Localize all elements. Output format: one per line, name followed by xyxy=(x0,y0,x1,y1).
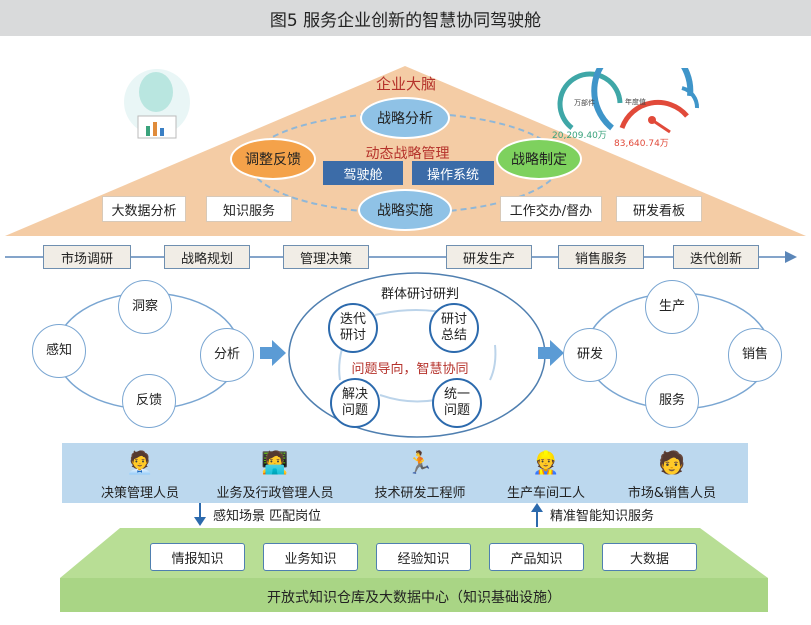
center-node-iterate: 迭代 研讨 xyxy=(328,303,378,353)
person-business-admin: 🧑‍💻 业务及行政管理人员 xyxy=(205,448,345,502)
executive-icon: 🧑‍💼 xyxy=(126,450,154,476)
figure-title: 图5 服务企业创新的智慧协同驾驶舱 xyxy=(0,0,811,36)
dynamic-mgmt-label: 动态战略管理 xyxy=(365,146,450,162)
cockpit-box: 驾驶舱 xyxy=(323,161,403,185)
person-label: 生产车间工人 xyxy=(506,486,585,501)
right-cycle-sales: 销售 xyxy=(728,328,782,382)
right-cycle-production: 生产 xyxy=(645,280,699,334)
kb-bigdata: 大数据 xyxy=(602,543,697,571)
right-arrow-icon xyxy=(260,340,286,366)
left-cycle-insight: 洞察 xyxy=(118,280,172,334)
kb-intelligence: 情报知识 xyxy=(150,543,245,571)
worker-icon: 👷 xyxy=(532,450,560,476)
person-label: 技术研发工程师 xyxy=(374,486,466,501)
salesperson-icon: 🧑 xyxy=(658,450,686,476)
timeline-rd-production: 研发生产 xyxy=(446,245,532,269)
kb-product: 产品知识 xyxy=(489,543,584,571)
adjust-feedback-pill: 调整反馈 xyxy=(230,138,316,180)
center-slogan: 问题导向，智慧协同 xyxy=(351,362,469,377)
person-workshop-worker: 👷 生产车间工人 xyxy=(496,448,596,502)
timeline-iterative-innovation: 迭代创新 xyxy=(673,245,759,269)
work-assign-box: 工作交办/督办 xyxy=(500,196,602,222)
up-arrow-label: 精准智能知识服务 xyxy=(550,509,655,524)
strategy-analysis-pill: 战略分析 xyxy=(360,97,450,139)
strategy-making-pill: 战略制定 xyxy=(496,138,582,180)
timeline-sales-service: 销售服务 xyxy=(558,245,644,269)
strategy-impl-pill: 战略实施 xyxy=(358,189,452,231)
brain-label: 企业大脑 xyxy=(375,75,436,93)
up-arrow-icon xyxy=(531,503,543,527)
left-cycle-analysis: 分析 xyxy=(200,328,254,382)
center-title: 群体研讨研判 xyxy=(380,287,459,302)
gauge-value-1: 20,209.40万 xyxy=(552,131,607,141)
person-marketing-sales: 🧑 市场&销售人员 xyxy=(612,448,732,502)
timeline-market-research: 市场调研 xyxy=(43,245,131,269)
center-node-solve: 解决 问题 xyxy=(330,378,380,428)
left-cycle-feedback: 反馈 xyxy=(122,374,176,428)
bigdata-analysis-box: 大数据分析 xyxy=(102,196,186,222)
person-label: 决策管理人员 xyxy=(100,486,179,501)
right-cycle-service: 服务 xyxy=(645,374,699,428)
kb-experience: 经验知识 xyxy=(376,543,471,571)
knowledge-service-box: 知识服务 xyxy=(206,196,292,222)
gauge-label-1: 万部件 xyxy=(574,99,595,107)
gauge-label-2: 年度值 xyxy=(625,98,646,106)
kb-business: 业务知识 xyxy=(263,543,358,571)
timeline-mgmt-decision: 管理决策 xyxy=(283,245,369,269)
person-rd-engineer: 🏃 技术研发工程师 xyxy=(362,448,478,502)
rd-board-box: 研发看板 xyxy=(616,196,702,222)
center-node-summary: 研讨 总结 xyxy=(429,303,479,353)
gauge-icon xyxy=(557,68,699,134)
person-label: 业务及行政管理人员 xyxy=(216,486,334,501)
right-cycle-rd: 研发 xyxy=(563,328,617,382)
timeline-arrow xyxy=(5,251,797,263)
down-arrow-label: 感知场景 匹配岗位 xyxy=(213,509,322,524)
left-cycle-perception: 感知 xyxy=(32,324,86,378)
people-band xyxy=(62,443,748,503)
person-decision-mgmt: 🧑‍💼 决策管理人员 xyxy=(85,448,195,502)
down-arrow-icon xyxy=(194,503,206,526)
foundation-label: 开放式知识仓库及大数据中心（知识基础设施） xyxy=(267,590,561,606)
os-box: 操作系统 xyxy=(412,161,494,185)
gauge-value-2: 83,640.74万 xyxy=(614,139,669,149)
person-label: 市场&销售人员 xyxy=(627,486,717,501)
engineer-icon: 🏃 xyxy=(406,450,434,476)
center-node-unify: 统一 问题 xyxy=(432,378,482,428)
ai-head-icon xyxy=(124,69,190,139)
admin-icon: 🧑‍💻 xyxy=(261,450,289,476)
right-arrow-icon xyxy=(538,340,564,366)
timeline-strategy-planning: 战略规划 xyxy=(164,245,250,269)
